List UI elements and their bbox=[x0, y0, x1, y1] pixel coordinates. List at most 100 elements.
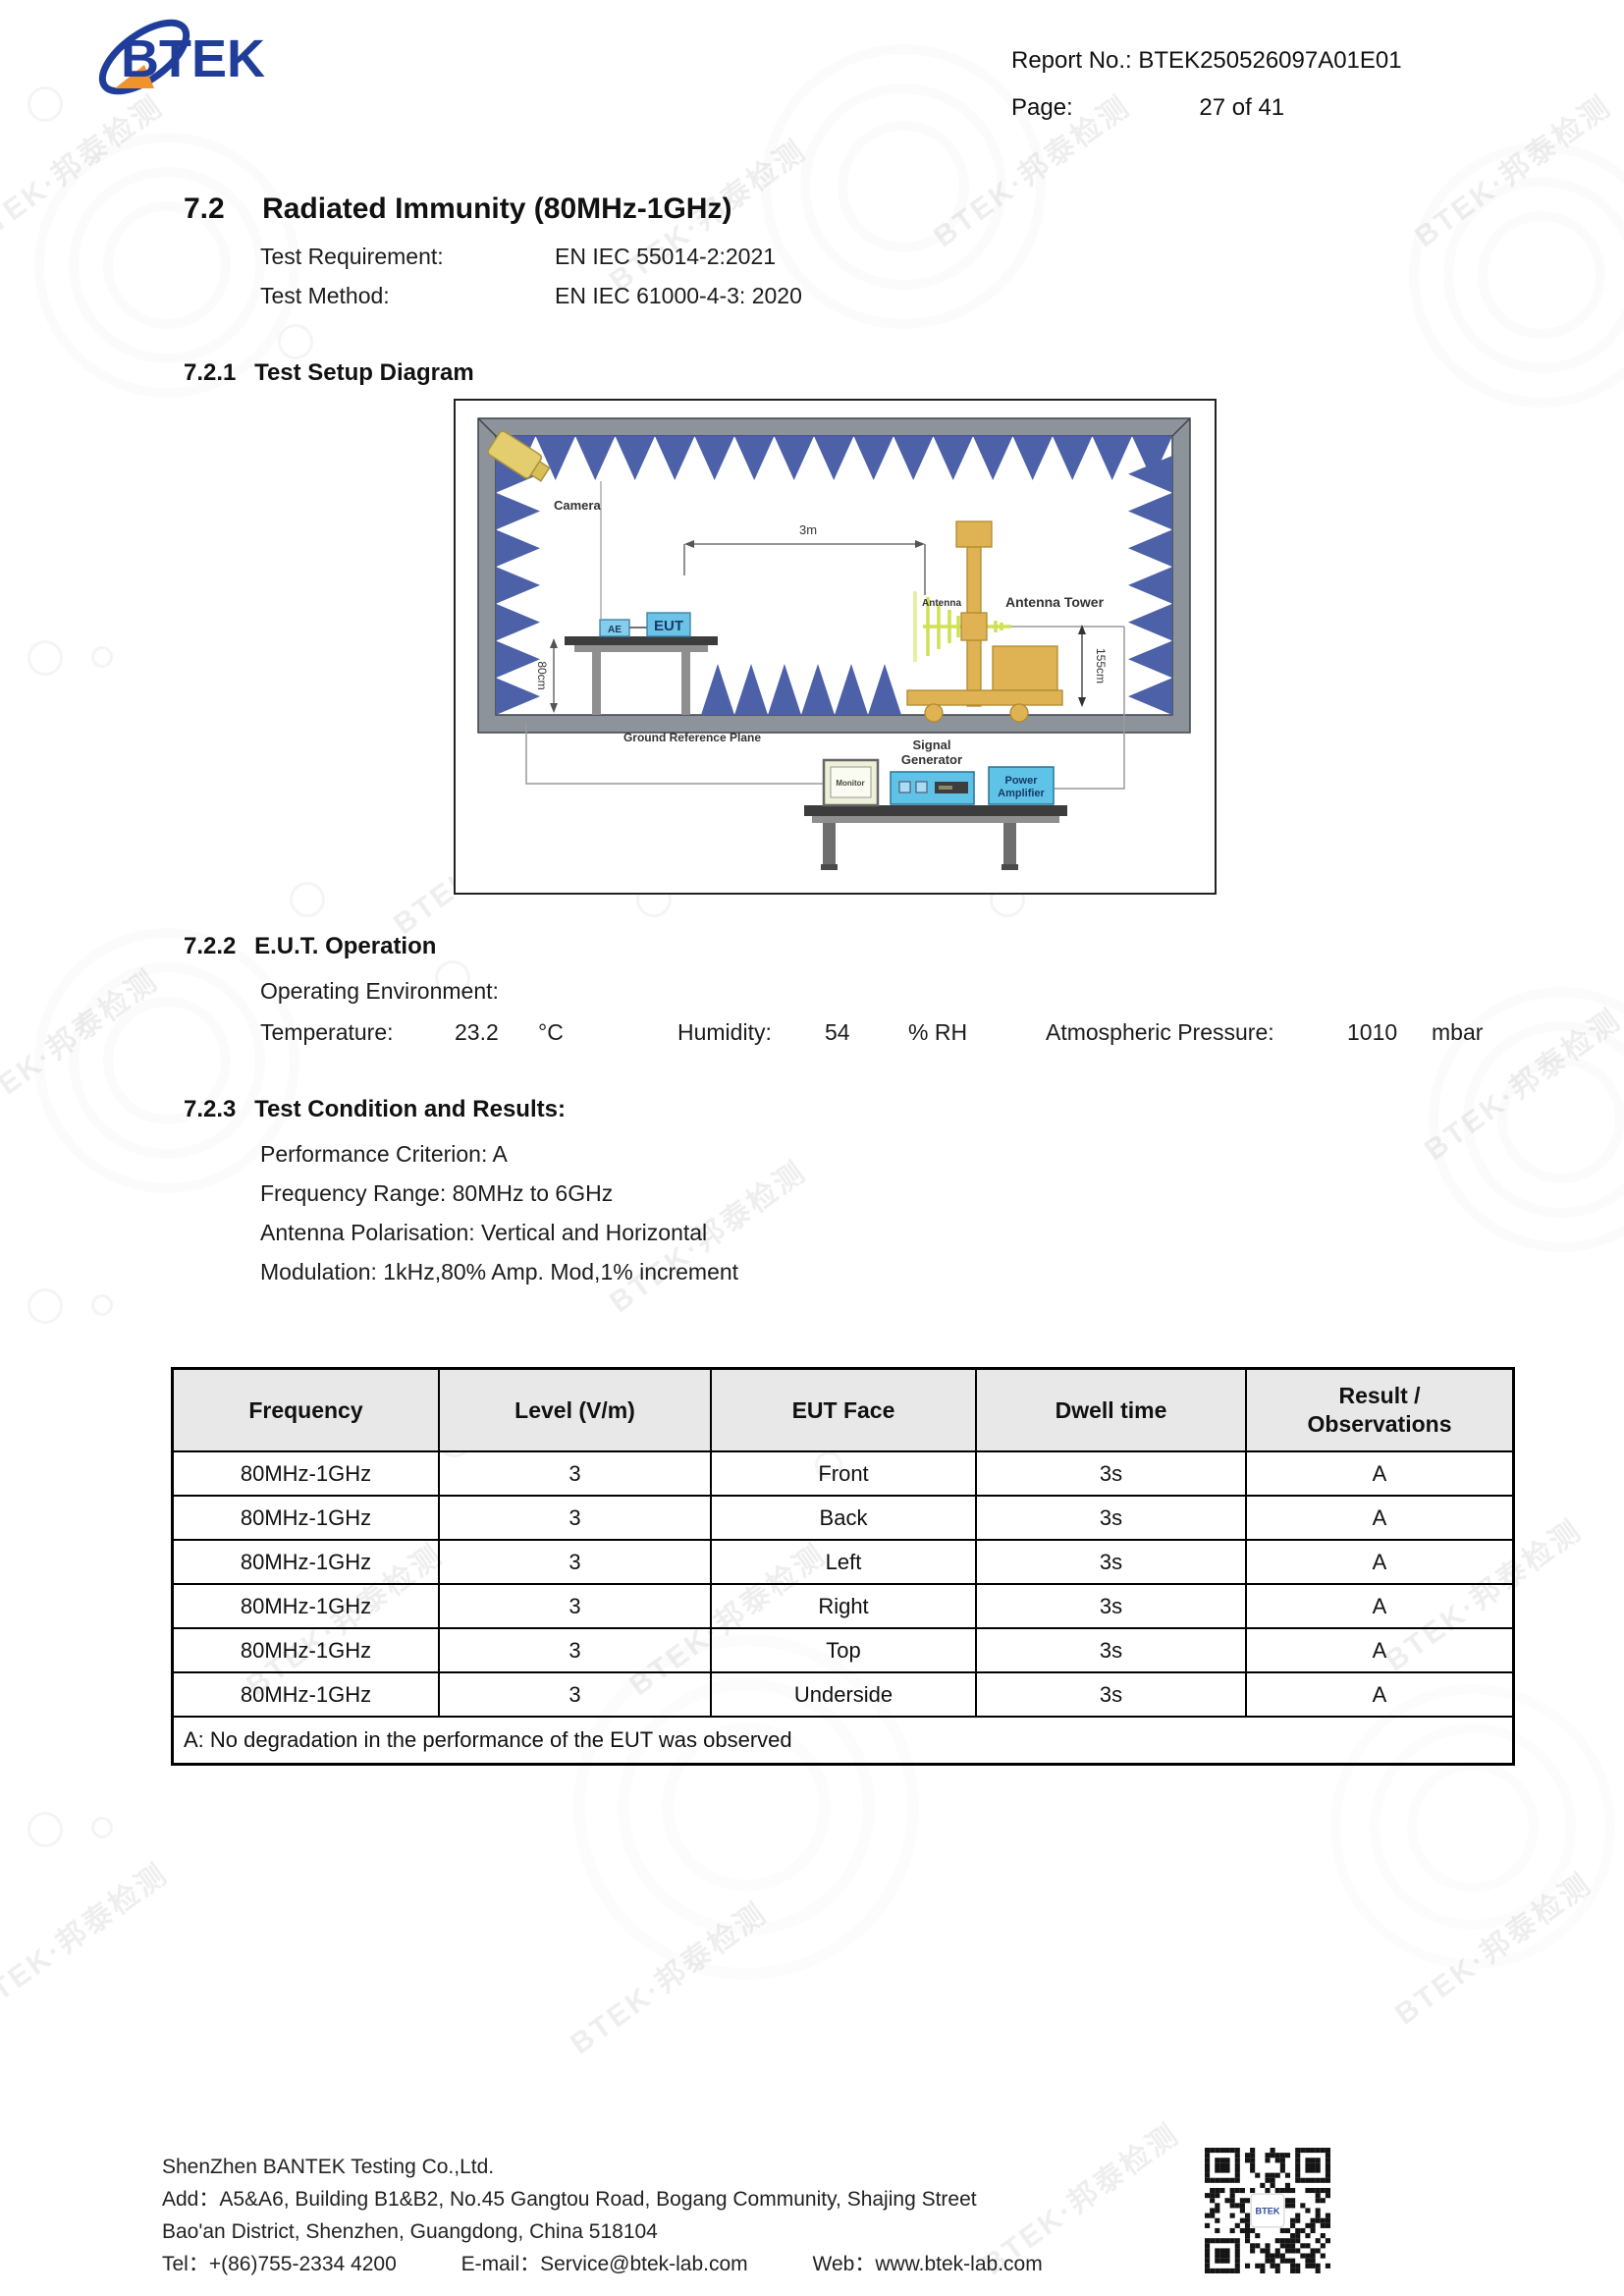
page-value: 27 of 41 bbox=[1199, 94, 1285, 121]
footer-web: Web：www.btek-lab.com bbox=[812, 2253, 1043, 2275]
section-number: 7.2.3 bbox=[184, 1096, 237, 1122]
table-note-row: A: No degradation in the performance of … bbox=[172, 1716, 1514, 1765]
condition-line: Performance Criterion: A bbox=[260, 1141, 508, 1167]
watermark-ring bbox=[290, 882, 325, 917]
svg-text:BTEK: BTEK bbox=[1255, 2207, 1279, 2216]
section-title: Test Condition and Results: bbox=[254, 1096, 566, 1122]
antenna-tower-label: Antenna Tower bbox=[1005, 594, 1105, 610]
column-header-frequency: Frequency bbox=[172, 1368, 440, 1452]
section-title: Test Setup Diagram bbox=[254, 359, 474, 386]
section-title: Radiated Immunity (80MHz-1GHz) bbox=[262, 192, 732, 225]
report-number-line: Report No.: BTEK250526097A01E01 bbox=[1011, 47, 1402, 75]
signal-generator-label: Signal bbox=[912, 738, 950, 752]
equipment-table-leg bbox=[823, 823, 836, 868]
footer-company: ShenZhen BANTEK Testing Co.,Ltd. bbox=[162, 2156, 495, 2178]
temperature-label: Temperature: bbox=[260, 1019, 394, 1045]
watermark-ring bbox=[91, 646, 113, 668]
camera-label: Camera bbox=[554, 498, 601, 513]
section-title: E.U.T. Operation bbox=[254, 933, 437, 959]
signal-generator-label: Generator bbox=[901, 752, 962, 767]
report-number-value: BTEK250526097A01E01 bbox=[1138, 47, 1402, 74]
company-logo: BTEK bbox=[93, 12, 265, 107]
condition-line: Modulation: 1kHz,80% Amp. Mod,1% increme… bbox=[260, 1259, 739, 1285]
monitor-label: Monitor bbox=[836, 779, 864, 788]
equipment-table-leg bbox=[1003, 823, 1016, 868]
logo-triangle bbox=[115, 65, 154, 88]
watermark-ring bbox=[91, 1294, 113, 1316]
test-requirement-value: EN IEC 55014-2:2021 bbox=[555, 244, 777, 269]
qr-code-image: BTEK bbox=[1205, 2148, 1330, 2273]
humidity-unit: % RH bbox=[908, 1019, 968, 1045]
footer: ShenZhen BANTEK Testing Co.,Ltd. Add：A5&… bbox=[162, 2151, 1203, 2280]
ground-plane-label: Ground Reference Plane bbox=[623, 731, 761, 744]
page-label: Page: bbox=[1011, 94, 1073, 121]
pressure-value: 1010 bbox=[1347, 1019, 1398, 1045]
logo-orbit bbox=[98, 19, 190, 95]
power-amplifier-label: Amplifier bbox=[998, 788, 1045, 799]
results-table: Frequency Level (V/m) EUT Face Dwell tim… bbox=[171, 1367, 1515, 1766]
column-header-dwell-time: Dwell time bbox=[975, 1368, 1247, 1452]
eut-label: EUT bbox=[654, 618, 683, 634]
column-header-level: Level (V/m) bbox=[438, 1368, 712, 1452]
page-number-line: Page: 27 of 41 bbox=[1011, 94, 1284, 122]
eut-table-top bbox=[565, 636, 718, 645]
watermark-ring bbox=[435, 960, 470, 996]
table-note: A: No degradation in the performance of … bbox=[172, 1716, 1514, 1765]
absorber-cones-top bbox=[496, 436, 1172, 480]
footer-contact-line: Tel：+(86)755-2334 4200 E-mail：Service@bt… bbox=[162, 2248, 1203, 2280]
watermark-ring bbox=[27, 86, 63, 122]
eut-table-leg bbox=[592, 652, 601, 715]
absorber-cones-left bbox=[496, 456, 540, 715]
temperature-unit: °C bbox=[538, 1019, 564, 1045]
test-method-label: Test Method: bbox=[260, 283, 390, 308]
table-header-row: Frequency Level (V/m) EUT Face Dwell tim… bbox=[172, 1368, 1514, 1452]
power-amplifier-label: Power bbox=[1004, 775, 1038, 787]
ripple-decoration bbox=[1414, 972, 1624, 1267]
qr-code: BTEK bbox=[1205, 2148, 1330, 2278]
pressure-unit: mbar bbox=[1432, 1019, 1484, 1045]
ripple-decoration bbox=[1394, 128, 1624, 422]
footer-address-line2: Bao'an District, Shenzhen, Guangdong, Ch… bbox=[162, 2220, 658, 2243]
antenna-label: Antenna bbox=[922, 598, 961, 609]
column-header-eut-face: EUT Face bbox=[710, 1368, 977, 1452]
equipment-table-apron bbox=[812, 816, 1059, 823]
humidity-label: Humidity: bbox=[677, 1019, 772, 1045]
footer-address-line1: Add：A5&A6, Building B1&B2, No.45 Gangtou… bbox=[162, 2188, 977, 2211]
section-7-2-2-heading: 7.2.2 E.U.T. Operation bbox=[184, 933, 436, 960]
absorber-cones-right bbox=[1128, 456, 1172, 715]
eut-box bbox=[646, 612, 691, 637]
section-7-2-heading: 7.2 Radiated Immunity (80MHz-1GHz) bbox=[184, 192, 731, 226]
rf-cable bbox=[1055, 627, 1125, 790]
footer-tel: Tel：+(86)755-2334 4200 bbox=[162, 2253, 397, 2275]
watermark-ring bbox=[27, 640, 63, 676]
watermark-ring bbox=[27, 1812, 63, 1847]
dimension-3m-label: 3m bbox=[799, 522, 817, 537]
ae-label: AE bbox=[608, 625, 622, 635]
eut-table-leg bbox=[681, 652, 690, 715]
results-table-container: Frequency Level (V/m) EUT Face Dwell tim… bbox=[171, 1367, 1515, 1766]
temperature-value: 23.2 bbox=[455, 1019, 499, 1045]
watermark-text: BTEK·邦泰检测 bbox=[0, 1857, 175, 2022]
section-7-2-3-heading: 7.2.3 Test Condition and Results: bbox=[184, 1096, 566, 1123]
footer-email: E-mail：Service@btek-lab.com bbox=[460, 2253, 748, 2275]
power-amplifier-box bbox=[988, 766, 1055, 805]
section-number: 7.2 bbox=[184, 192, 225, 225]
watermark-ring bbox=[91, 1817, 113, 1838]
pressure-label: Atmospheric Pressure: bbox=[1046, 1019, 1274, 1045]
section-7-2-1-heading: 7.2.1 Test Setup Diagram bbox=[184, 359, 474, 387]
section-number: 7.2.1 bbox=[184, 359, 237, 386]
humidity-value: 54 bbox=[825, 1019, 850, 1045]
report-number-label: Report No.: bbox=[1011, 47, 1132, 74]
condition-line: Frequency Range: 80MHz to 6GHz bbox=[260, 1180, 614, 1206]
test-method-value: EN IEC 61000-4-3: 2020 bbox=[555, 283, 802, 308]
eut-table-apron bbox=[574, 645, 708, 652]
monitor-cable bbox=[525, 723, 824, 785]
equipment-table-top bbox=[804, 805, 1067, 816]
